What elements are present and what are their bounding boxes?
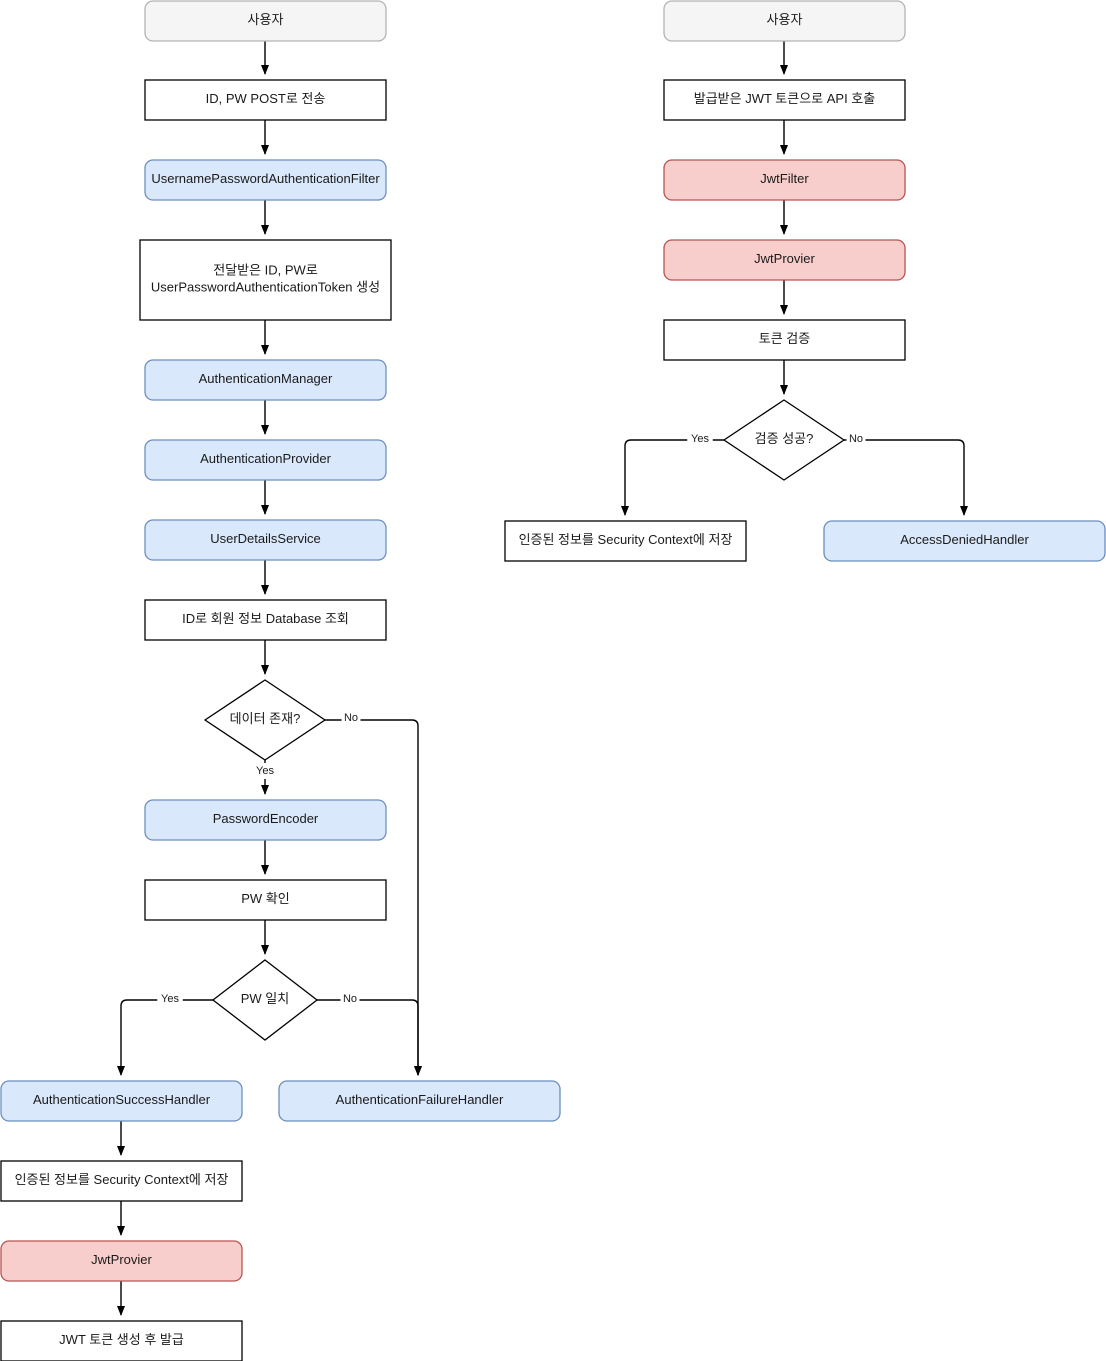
- edge-label-backdrop: [157, 991, 183, 1007]
- node-l-pwmatch[interactable]: PW 일치: [211, 959, 319, 1041]
- node-shape-rect: [0, 1320, 243, 1361]
- node-label-l-dbquery: ID로 회원 정보 Database 조회: [182, 611, 349, 626]
- node-l-jwtprovier[interactable]: JwtProvier: [0, 1240, 243, 1282]
- node-label-l-authprov: AuthenticationProvider: [200, 451, 331, 466]
- node-l-upafilter[interactable]: UsernamePasswordAuthenticationFilter: [144, 159, 387, 201]
- edge-label-l-match-no: No: [343, 993, 357, 1005]
- node-r-success-q[interactable]: 검증 성공?: [722, 399, 846, 481]
- node-shape-rounded: [144, 0, 387, 42]
- node-label-r-denied: AccessDeniedHandler: [900, 532, 1029, 547]
- node-l-authprov[interactable]: AuthenticationProvider: [144, 439, 387, 481]
- node-label-l-failure: AuthenticationFailureHandler: [336, 1092, 504, 1107]
- node-label-r-user: 사용자: [767, 12, 803, 27]
- edge-pwmatch-no-to-failure: [317, 999, 422, 1076]
- node-shape-rounded: [663, 159, 906, 201]
- node-shape-rounded: [144, 159, 387, 201]
- edge-label-l-exists-no: No: [344, 712, 358, 724]
- node-label-l-jwtissue: JWT 토큰 생성 후 발급: [59, 1332, 184, 1347]
- node-shape-rounded: [823, 520, 1106, 562]
- node-l-userdetails[interactable]: UserDetailsService: [144, 519, 387, 561]
- node-label-l-pwencoder: PasswordEncoder: [213, 811, 319, 826]
- node-shape-rounded: [278, 1080, 561, 1122]
- edge-label-l-match-yes: Yes: [161, 993, 179, 1005]
- node-shape-rect: [0, 1160, 243, 1202]
- node-shape-rounded: [144, 439, 387, 481]
- node-label-l-ctxstore: 인증된 정보를 Security Context에 저장: [15, 1172, 229, 1187]
- node-l-post[interactable]: ID, PW POST로 전송: [144, 79, 387, 121]
- node-l-ctxstore[interactable]: 인증된 정보를 Security Context에 저장: [0, 1160, 243, 1202]
- edge-label-r-no: No: [849, 433, 863, 445]
- node-shape-rounded: [144, 359, 387, 401]
- node-r-jwtprov[interactable]: JwtProvier: [663, 239, 906, 281]
- node-label-l-authmgr: AuthenticationManager: [199, 371, 333, 386]
- node-l-user[interactable]: 사용자: [144, 0, 387, 42]
- edge-label-backdrop: [340, 991, 360, 1007]
- node-l-exists[interactable]: 데이터 존재?: [203, 679, 327, 761]
- node-label-l-success: AuthenticationSuccessHandler: [33, 1092, 211, 1107]
- edge-label-r-yes: Yes: [691, 433, 709, 445]
- edge-question-yes-to-ctxstore: [621, 439, 724, 516]
- node-l-pwcheck[interactable]: PW 확인: [144, 879, 387, 921]
- node-label-r-success-q: 검증 성공?: [755, 431, 814, 446]
- node-shape-rect: [144, 79, 387, 121]
- node-shape-diamond: [211, 959, 319, 1041]
- node-shape-diamond: [203, 679, 327, 761]
- node-label-l-user: 사용자: [248, 12, 284, 27]
- node-label-r-verify: 토큰 검증: [759, 331, 810, 346]
- node-shape-rounded: [0, 1080, 243, 1122]
- node-r-ctxstore[interactable]: 인증된 정보를 Security Context에 저장: [504, 520, 747, 562]
- node-label-l-pwcheck: PW 확인: [241, 891, 289, 906]
- node-shape-rect: [144, 599, 387, 641]
- node-label-l-userdetails: UserDetailsService: [210, 531, 321, 546]
- node-shape-rect: [144, 879, 387, 921]
- node-r-denied[interactable]: AccessDeniedHandler: [823, 520, 1106, 562]
- node-r-user[interactable]: 사용자: [663, 0, 906, 42]
- edge-question-no-to-denied: [844, 439, 968, 516]
- node-label-l-exists: 데이터 존재?: [230, 711, 301, 726]
- node-l-jwtissue[interactable]: JWT 토큰 생성 후 발급: [0, 1320, 243, 1361]
- node-shape-diamond: [722, 399, 846, 481]
- node-shape-rounded: [0, 1240, 243, 1282]
- node-shape-rect: [663, 319, 906, 361]
- node-shape-rect: [663, 79, 906, 121]
- node-shape-rect: [504, 520, 747, 562]
- node-label-r-ctxstore: 인증된 정보를 Security Context에 저장: [519, 532, 733, 547]
- node-label-r-jwtfilter: JwtFilter: [760, 171, 809, 186]
- node-label-l-jwtprovier: JwtProvier: [91, 1252, 152, 1267]
- node-r-jwtfilter[interactable]: JwtFilter: [663, 159, 906, 201]
- edge-label-backdrop: [687, 431, 713, 447]
- node-label-l-post: ID, PW POST로 전송: [206, 91, 326, 106]
- node-label-r-jwtprov: JwtProvier: [754, 251, 815, 266]
- edge-pwmatch-yes-to-success: [117, 999, 213, 1076]
- edges-layer: [117, 41, 968, 1316]
- node-shape-rounded: [663, 0, 906, 42]
- node-shape-rounded: [663, 239, 906, 281]
- node-l-success[interactable]: AuthenticationSuccessHandler: [0, 1080, 243, 1122]
- edge-label-l-exists-yes: Yes: [256, 765, 274, 777]
- edge-label-backdrop: [252, 763, 278, 779]
- node-label-l-pwmatch: PW 일치: [241, 991, 289, 1006]
- edge-label-backdrop: [846, 431, 866, 447]
- node-r-verify[interactable]: 토큰 검증: [663, 319, 906, 361]
- node-shape-rounded: [144, 799, 387, 841]
- node-l-authmgr[interactable]: AuthenticationManager: [144, 359, 387, 401]
- node-shape-rounded: [144, 519, 387, 561]
- edge-exists-no-to-failure: [325, 719, 422, 1076]
- node-label-l-upafilter: UsernamePasswordAuthenticationFilter: [151, 171, 380, 186]
- node-l-dbquery[interactable]: ID로 회원 정보 Database 조회: [144, 599, 387, 641]
- edge-label-backdrop: [341, 710, 361, 726]
- node-label-r-apicall: 발급받은 JWT 토큰으로 API 호출: [694, 91, 876, 106]
- node-r-apicall[interactable]: 발급받은 JWT 토큰으로 API 호출: [663, 79, 906, 121]
- node-shape-rect: [139, 239, 392, 321]
- node-l-failure[interactable]: AuthenticationFailureHandler: [278, 1080, 561, 1122]
- node-l-pwencoder[interactable]: PasswordEncoder: [144, 799, 387, 841]
